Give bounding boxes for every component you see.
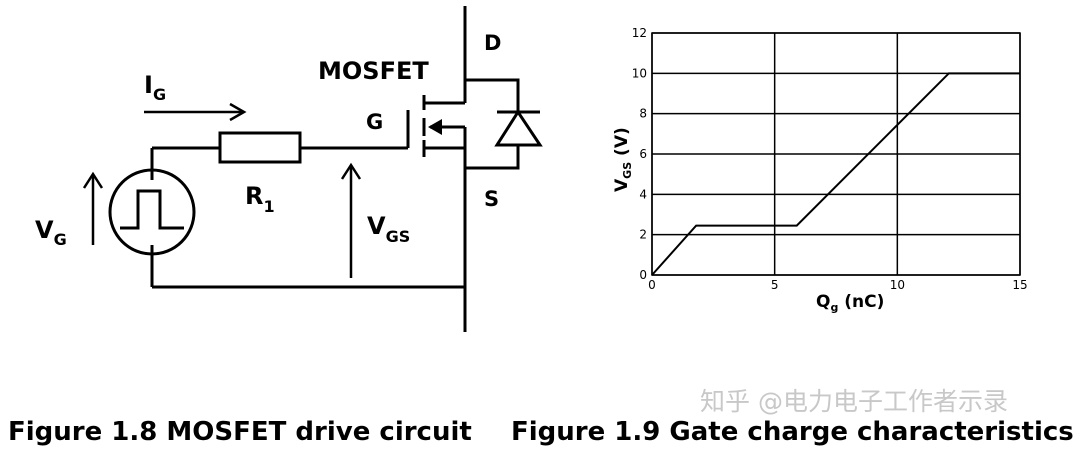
ig-arrow-head-icon [229, 102, 247, 122]
diode-triangle [494, 109, 543, 147]
figure-1-9-caption: Figure 1.9 Gate charge characteristics [511, 417, 1074, 447]
r1-label-sub: 1 [263, 197, 274, 216]
y-tick-label-0: 0 [639, 268, 647, 282]
gate-charge-chart: 0 5 10 15 0 2 4 6 8 10 12 Qg (nC) VGS (V) [612, 26, 1028, 314]
y-tick-label-6: 12 [632, 26, 647, 40]
vg-label: VG [35, 216, 67, 249]
chart-tick-labels: 0 5 10 15 0 2 4 6 8 10 12 [632, 26, 1028, 292]
vgs-label-main: V [367, 212, 386, 240]
arrows [82, 102, 362, 278]
chart-xlabel-main: Q [816, 292, 830, 312]
r1-label: R1 [245, 182, 275, 216]
pulse-source [108, 168, 196, 256]
vgs-arrow-head-icon [340, 162, 362, 180]
chart-xlabel-sub: g [830, 301, 838, 314]
gate-label: G [366, 110, 383, 134]
chart-grid [651, 32, 1021, 276]
vgs-label: VGS [367, 212, 410, 246]
watermark: 知乎 @电力电子工作者示录 [700, 387, 1008, 416]
vg-arrow-head-icon [82, 171, 104, 189]
figure-1-8-caption: Figure 1.8 MOSFET drive circuit [8, 417, 472, 447]
x-tick-label-3: 15 [1012, 278, 1027, 292]
y-tick-label-4: 8 [639, 107, 647, 121]
source-label: S [484, 187, 499, 211]
chart-ylabel: VGS (V) [612, 127, 634, 192]
chart-ylabel-unit: (V) [612, 127, 632, 162]
vg-label-sub: G [54, 230, 67, 249]
pulse-waveform-icon [120, 189, 184, 230]
y-tick-label-5: 10 [632, 66, 647, 80]
vgs-curve [651, 72, 1020, 276]
mosfet-label: MOSFET [318, 57, 429, 85]
ig-label-main: I [144, 71, 153, 99]
resistor-r1 [218, 131, 302, 164]
plot-frame [651, 32, 1021, 276]
r1-label-main: R [245, 182, 263, 210]
x-tick-label-1: 5 [771, 278, 779, 292]
x-tick-label-2: 10 [890, 278, 905, 292]
ig-label: IG [144, 71, 166, 104]
vgs-label-sub: GS [386, 227, 411, 246]
x-tick-label-0: 0 [648, 278, 656, 292]
chart-xlabel-unit: (nC) [838, 292, 884, 312]
vg-label-main: V [35, 216, 54, 244]
ig-label-sub: G [153, 85, 166, 104]
y-tick-label-2: 4 [639, 187, 647, 201]
drain-label: D [484, 31, 501, 55]
chart-ylabel-sub: GS [621, 162, 634, 179]
circuit-labels: MOSFET D G S IG R1 VG VGS [35, 31, 501, 249]
chart-xlabel: Qg (nC) [816, 292, 884, 314]
y-tick-label-3: 6 [639, 147, 647, 161]
body-arrow-icon [428, 119, 442, 135]
chart-ylabel-main: V [612, 178, 632, 192]
y-tick-label-1: 2 [639, 228, 647, 242]
drive-circuit [108, 6, 540, 332]
